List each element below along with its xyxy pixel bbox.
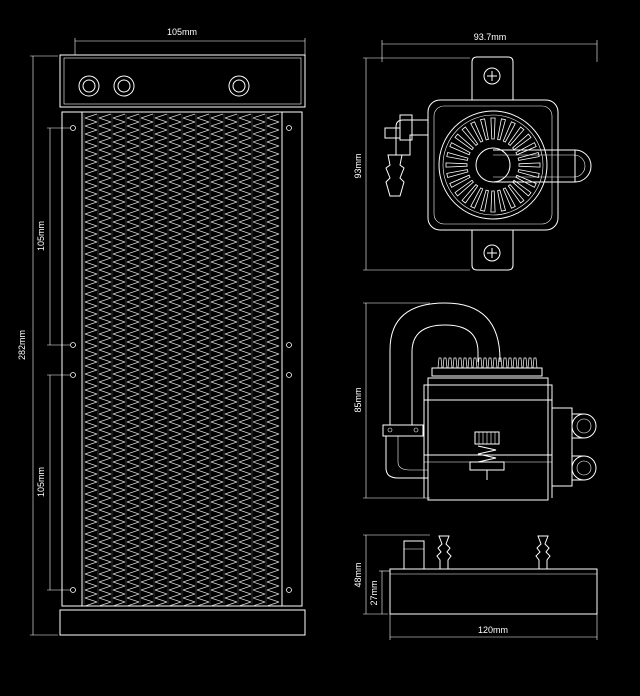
pump-inlet-barb [384,114,428,197]
mount-spacing-bottom-label: 105mm [36,467,46,497]
mount-spacing-top-label: 105mm [36,221,46,251]
radiator-fitting-1 [78,75,100,97]
base-width-label: 120mm [478,625,508,635]
pump-top-view: 93.7mm 93mm [353,32,598,271]
radiator-fill-port [228,75,250,97]
pump-mount-ear-top [471,56,514,100]
radiator-right-rail [281,111,303,607]
dim-base-width: 120mm [389,614,598,640]
dim-mount-spacing-bottom: 105mm [36,374,70,591]
pump-cooling-fins [437,357,538,369]
pump-depth-label: 93mm [353,153,363,178]
dim-base-height-total: 48mm [353,534,430,615]
radiator-bottom-tank [59,609,306,636]
dim-mount-spacing-top: 105mm [36,127,70,346]
radiator-top-tank [59,54,306,108]
base-barb-right [535,535,551,570]
base-body [389,568,598,615]
dim-pump-depth: 93mm [353,57,470,271]
pump-side-view: 85mm [353,302,597,501]
pump-outlet-arm [493,149,592,183]
pump-tube-loop [382,302,501,479]
base-barb-left [436,535,452,570]
radiator-mount-holes [70,125,292,593]
dim-radiator-height: 282mm [17,55,58,636]
radiator-width-label: 105mm [167,27,197,37]
dim-radiator-width: 105mm [74,27,306,55]
pump-height-label: 85mm [353,387,363,412]
pump-spring-screw [469,431,505,480]
pump-front-view: 48mm 27mm 120mm [353,534,598,640]
base-height-body-label: 27mm [369,580,379,605]
dim-base-height-body: 27mm [369,570,390,614]
dim-pump-width: 93.7mm [381,32,598,62]
radiator-left-rail [61,111,83,607]
radiator: 105mm 282mm 105mm 105mm [17,27,306,636]
pump-width-label: 93.7mm [474,32,507,42]
radiator-height-label: 282mm [17,330,27,360]
dim-pump-height: 85mm [353,302,430,499]
radiator-fins [83,113,280,607]
base-cap-fitting [403,540,425,570]
pump-impeller-ring [438,110,548,220]
pump-mount-ear-bottom [471,230,514,271]
pump-side-fittings [551,407,597,487]
radiator-fitting-2 [113,75,135,97]
base-height-total-label: 48mm [353,562,363,587]
pump-body-outline [427,99,559,231]
pump-impeller-vents [445,117,541,213]
pump-side-body [423,377,553,501]
